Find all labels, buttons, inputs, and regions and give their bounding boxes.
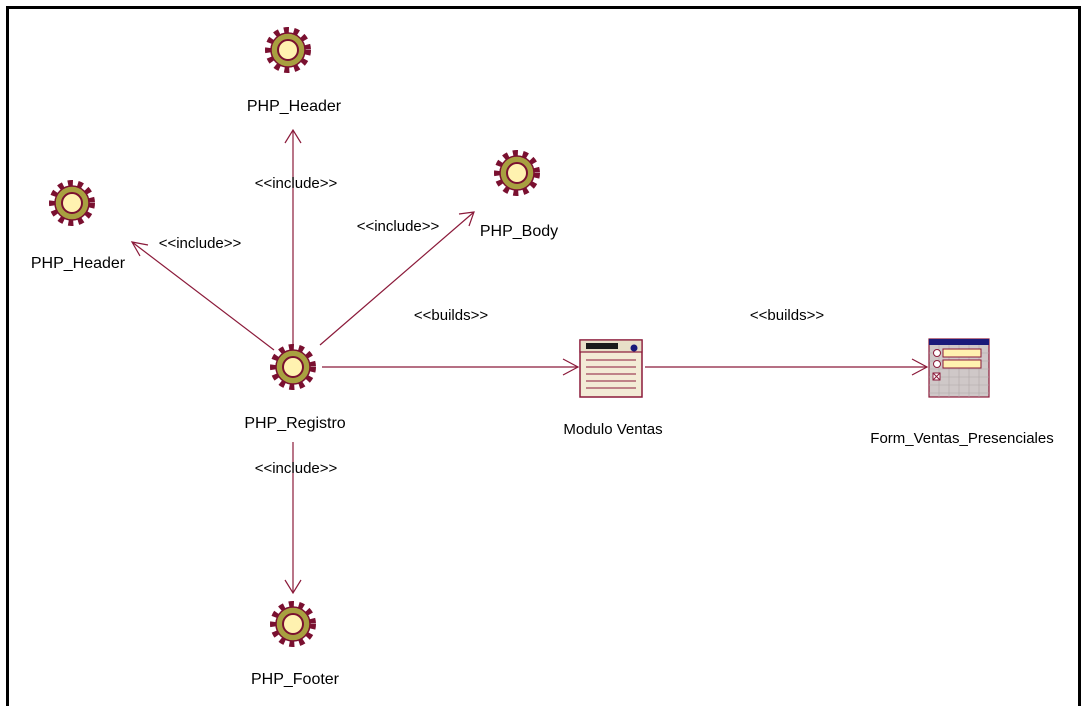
- node-label-header-top: PHP_Header: [247, 98, 342, 115]
- gear-icon[interactable]: [273, 604, 313, 644]
- connectors: [130, 128, 929, 595]
- server-page-icon[interactable]: [579, 339, 643, 398]
- edge-label-builds-modulo: <<builds>>: [414, 307, 488, 324]
- gear-icon[interactable]: [52, 183, 92, 223]
- arrowhead-modulo: [562, 358, 580, 376]
- diagram-frame: [6, 6, 1081, 706]
- arrowhead-body: [458, 211, 475, 227]
- node-label-modulo: Modulo Ventas: [563, 421, 662, 438]
- gear-icon[interactable]: [273, 347, 313, 387]
- gear-icon[interactable]: [497, 153, 537, 193]
- gear-icon[interactable]: [268, 30, 308, 70]
- edge-label-include-footer: <<include>>: [255, 460, 338, 477]
- arrowhead-form: [911, 358, 929, 376]
- edge-label-builds-form: <<builds>>: [750, 307, 824, 324]
- arrowhead-header-left: [130, 241, 149, 257]
- edge-label-include-body: <<include>>: [357, 218, 440, 235]
- node-label-form: Form_Ventas_Presenciales: [870, 430, 1053, 447]
- edge-label-include-top: <<include>>: [255, 175, 338, 192]
- edge-label-include-left: <<include>>: [159, 235, 242, 252]
- edge-registro-to-header-left: [131, 241, 275, 351]
- arrowhead-header-top: [284, 128, 302, 144]
- node-label-footer: PHP_Footer: [251, 671, 340, 688]
- edge-registro-to-body: [319, 211, 475, 346]
- arrowhead-footer: [284, 579, 302, 595]
- node-label-body: PHP_Body: [480, 223, 558, 240]
- form-icon[interactable]: [928, 338, 990, 398]
- node-label-registro: PHP_Registro: [244, 415, 345, 432]
- node-label-header-left: PHP_Header: [31, 255, 126, 272]
